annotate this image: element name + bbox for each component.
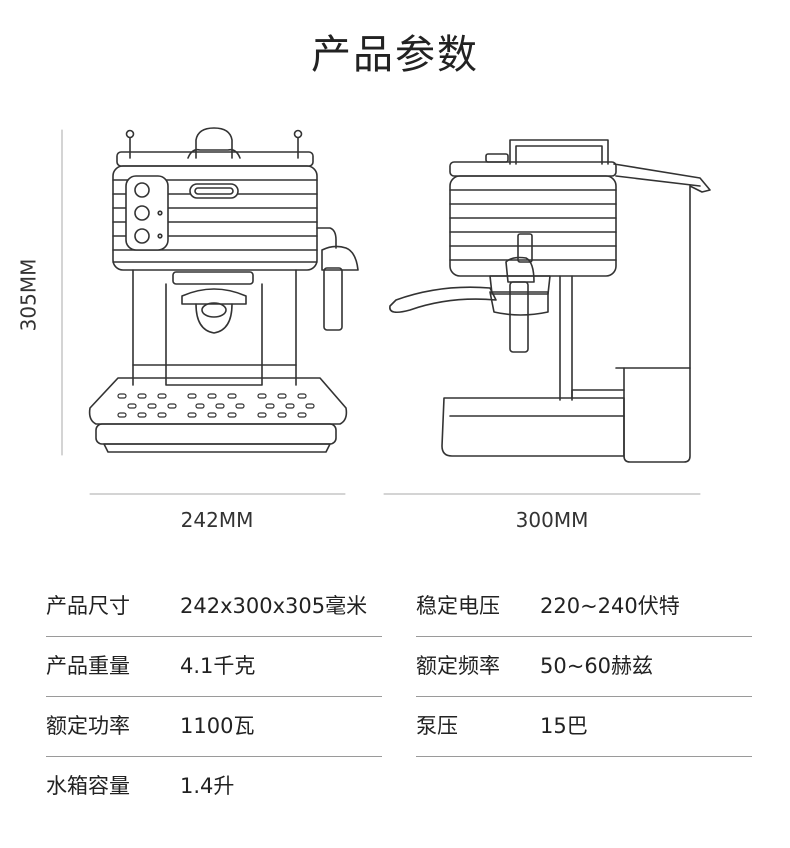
spec-row: 泵压 15巴: [416, 696, 752, 757]
spec-label: 泵压: [416, 714, 458, 738]
spec-value: 220~240伏特: [540, 594, 680, 618]
spec-value: 15巴: [540, 714, 588, 738]
spec-row: 额定功率 1100瓦: [46, 696, 382, 757]
spec-row: 稳定电压 220~240伏特: [416, 576, 752, 637]
spec-value: 242x300x305毫米: [180, 594, 368, 618]
front-view-drawing: [88, 127, 359, 453]
spec-label: 水箱容量: [46, 774, 130, 798]
front-width-dimension-label: 242MM: [180, 508, 254, 532]
height-dimension-label: 305MM: [16, 258, 40, 332]
spec-row: 额定频率 50~60赫兹: [416, 636, 752, 697]
page-title: 产品参数: [311, 32, 479, 78]
spec-label: 产品重量: [46, 654, 130, 678]
spec-label: 稳定电压: [416, 594, 500, 618]
spec-label: 额定频率: [416, 654, 500, 678]
spec-value: 1.4升: [180, 774, 235, 798]
side-view-drawing: [389, 139, 711, 463]
spec-row: 水箱容量 1.4升: [46, 756, 382, 816]
spec-value: 50~60赫兹: [540, 654, 654, 678]
spec-label: 产品尺寸: [46, 594, 130, 618]
spec-value: 4.1千克: [180, 654, 256, 678]
side-width-dimension-label: 300MM: [515, 508, 589, 532]
spec-label: 额定功率: [46, 714, 130, 738]
spec-value: 1100瓦: [180, 714, 255, 738]
spec-row: 产品重量 4.1千克: [46, 636, 382, 697]
spec-row: 产品尺寸 242x300x305毫米: [46, 576, 382, 637]
product-line-drawings: [61, 127, 711, 495]
